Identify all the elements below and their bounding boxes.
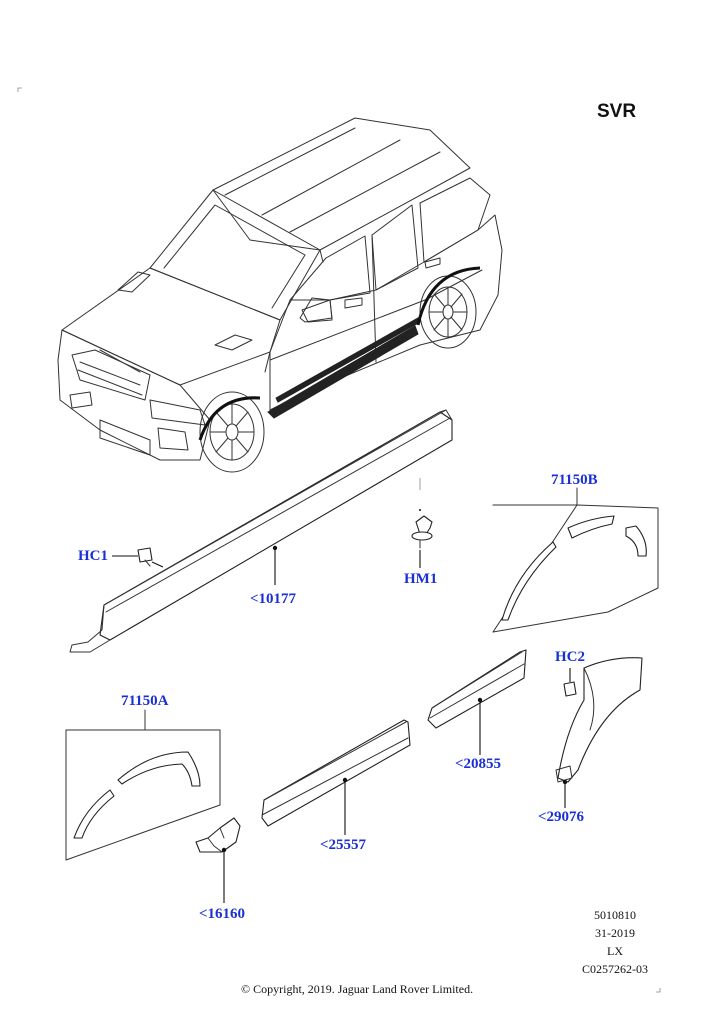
copyright-notice: © Copyright, 2019. Jaguar Land Rover Lim… [241, 982, 474, 996]
reference-date: 31-2019 [595, 926, 635, 940]
crop-marks [17, 87, 661, 993]
rear-arch-highlight [416, 266, 481, 326]
reference-drawing-no: C0257262-03 [582, 962, 648, 976]
kit-box-71150b [492, 487, 659, 633]
fastener-hm1-part [411, 515, 433, 549]
leader-dot-25557 [342, 777, 348, 783]
leader-hc1-tail [151, 561, 164, 568]
callout-hc1[interactable]: HC1 [78, 548, 108, 564]
callout-hm1[interactable]: HM1 [404, 571, 438, 587]
callout-10177[interactable]: <10177 [250, 591, 297, 607]
part-bracket [195, 817, 241, 853]
part-rear-arch-extension [555, 657, 643, 783]
hm1-dot [419, 509, 421, 511]
model-label: SVR [597, 101, 637, 122]
leader-dot-20855 [477, 697, 483, 703]
vehicle-sill-upper-highlight [275, 317, 421, 403]
leader-dot-16160 [221, 847, 227, 853]
front-arch-highlight [198, 396, 261, 441]
kit-box-71150a [65, 709, 221, 861]
vehicle-illustration [57, 117, 503, 473]
callout-hc2[interactable]: HC2 [555, 649, 585, 665]
reference-block: 5010810 31-2019 LX C0257262-03 [570, 906, 660, 978]
vehicle-sill-highlight [267, 325, 419, 419]
callout-16160[interactable]: <16160 [199, 906, 246, 922]
callout-20855[interactable]: <20855 [455, 756, 502, 772]
callout-71150b[interactable]: 71150B [551, 472, 598, 488]
reference-code: 5010810 [594, 908, 636, 922]
reference-line: LX [607, 944, 623, 958]
clip-hc1-part [137, 547, 153, 567]
callout-71150a[interactable]: 71150A [121, 693, 169, 709]
part-rear-door-moulding [427, 649, 527, 729]
part-sill-moulding [69, 409, 453, 653]
callout-29076[interactable]: <29076 [538, 809, 585, 825]
clip-hc2-part [563, 681, 577, 697]
leader-dot-29076 [562, 779, 568, 785]
callout-25557[interactable]: <25557 [320, 837, 367, 853]
part-front-door-moulding [261, 719, 411, 827]
leader-dot-10177 [272, 545, 278, 551]
